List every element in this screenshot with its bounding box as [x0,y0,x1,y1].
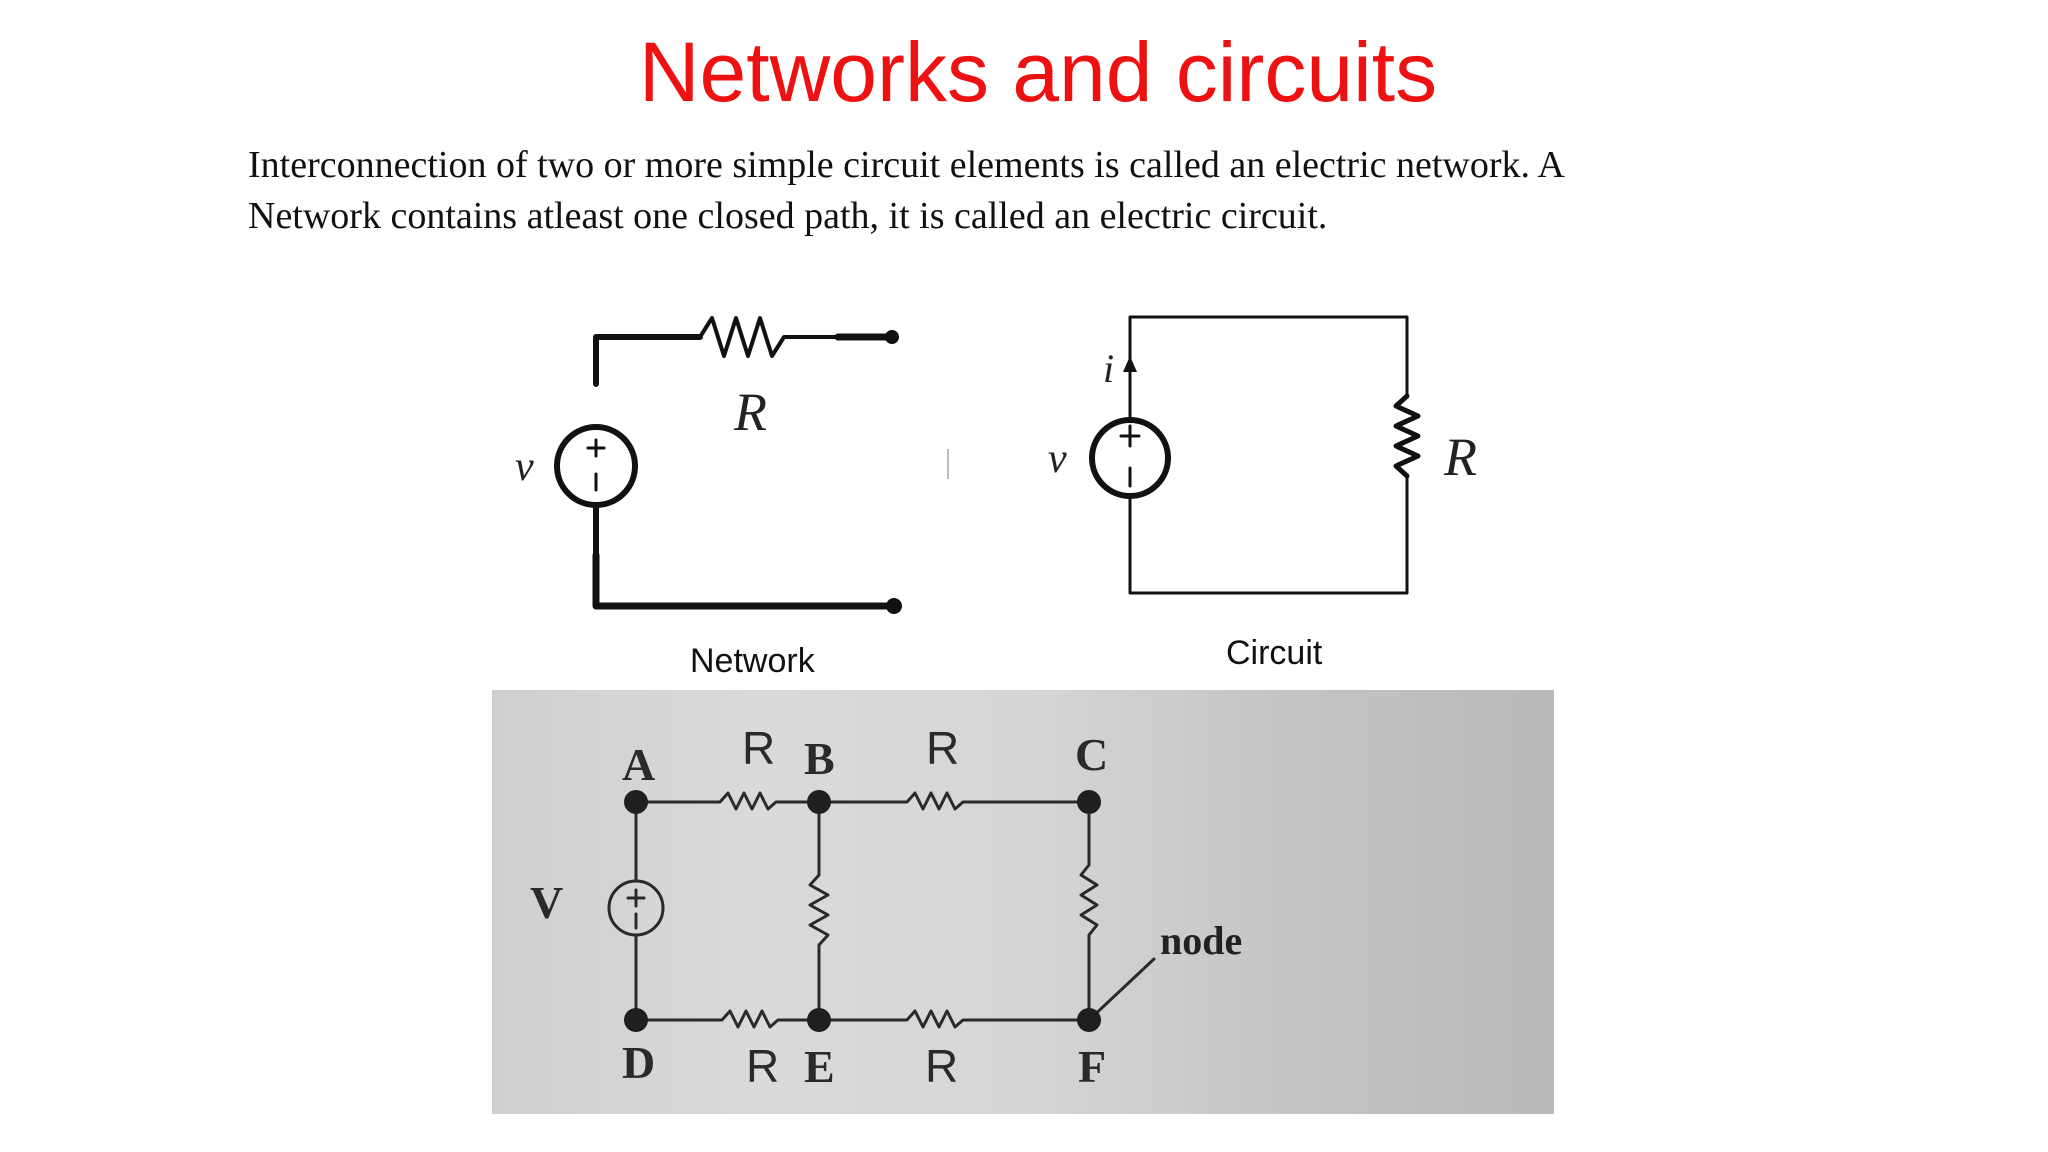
page-title: Networks and circuits [638,25,1438,119]
node-c-dot [1077,790,1101,814]
paragraph-line-2: Network contains atleast one closed path… [248,195,1328,237]
node-f-dot [1077,1008,1101,1032]
resistor-label-de: R [746,1040,779,1092]
node-d-dot [624,1008,648,1032]
circuit-resistor [1393,393,1421,479]
circuit-loop-top [1128,315,1409,422]
paragraph-line-1: Interconnection of two or more simple ci… [248,144,1565,186]
node-e-dot [807,1008,831,1032]
photo-circuit-image: A B C D E F V R R R R node [492,690,1554,1114]
resistor-label-ab: R [742,722,775,774]
node-label-a: A [622,739,655,790]
circuit-diagram [1089,315,1421,595]
network-source-label: v [515,444,534,490]
circuit-loop-bottom [1128,474,1409,595]
network-bottom-wire [592,551,894,610]
network-resistor [698,316,840,358]
node-annotation: node [1160,918,1242,963]
photo-circuit-svg: A B C D E F V R R R R node [530,722,1242,1092]
node-b-dot [807,790,831,814]
resistor-label-bc: R [926,722,959,774]
current-arrow-icon [1123,356,1137,372]
circuit-source-label: v [1048,436,1067,482]
network-resistor-label: R [733,382,767,442]
circuit-resistor-label: R [1443,427,1477,487]
resistor-label-ef: R [925,1040,958,1092]
node-label-e: E [804,1041,835,1092]
node-a-dot [624,790,648,814]
network-terminal-top [885,330,899,344]
network-top-wire [593,334,703,387]
node-dots [624,790,1101,1032]
node-label-b: B [804,733,835,784]
network-caption: Network [690,642,815,680]
stray-mark [947,449,949,479]
source-label-v: V [530,877,563,928]
node-label-f: F [1078,1041,1106,1092]
network-diagram [554,316,902,614]
node-label-d: D [622,1037,655,1088]
node-label-c: C [1075,729,1108,780]
definition-paragraph: Interconnection of two or more simple ci… [248,140,1848,242]
network-terminal-bottom [886,598,902,614]
circuit-caption: Circuit [1226,634,1323,672]
circuit-current-label: i [1103,346,1114,391]
circuit-voltage-source [1089,417,1171,499]
